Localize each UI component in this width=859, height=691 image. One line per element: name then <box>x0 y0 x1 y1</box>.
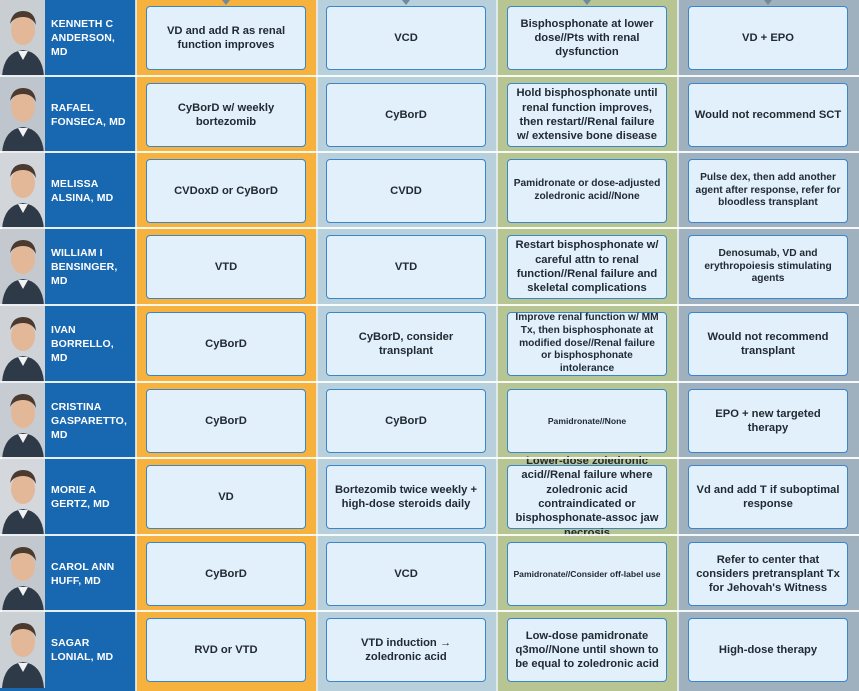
recommendation-cell-c1: CyBorD <box>146 389 306 453</box>
expert-name: MELISSA ALSINA, MD <box>51 153 133 229</box>
recommendation-cell-c3: Pamidronate//None <box>507 389 667 453</box>
column-divider <box>135 0 137 691</box>
row-divider <box>0 227 859 229</box>
table-row: SAGAR LONIAL, MD RVD or VTD VTD induction … <box>0 612 859 688</box>
person-icon <box>0 459 45 535</box>
recommendation-cell-c2: VTD induction → zoledronic acid <box>326 618 486 682</box>
recommendation-cell-c1: CyBorD <box>146 542 306 606</box>
person-icon <box>0 229 45 305</box>
recommendation-cell-c4: VD + EPO <box>688 6 848 70</box>
recommendation-cell-c4: Denosumab, VD and erythropoiesis stimula… <box>688 235 848 299</box>
recommendation-cell-c3: Pamidronate or dose-adjusted zoledronic … <box>507 159 667 223</box>
table-row: MELISSA ALSINA, MD CVDoxD or CyBorD CVDD Pa… <box>0 153 859 229</box>
recommendation-cell-c4: High-dose therapy <box>688 618 848 682</box>
avatar <box>0 153 45 229</box>
expert-name-text: IVAN BORRELLO, MD <box>51 323 114 365</box>
table-row: KENNETH C ANDERSON, MD VD and add R as re… <box>0 0 859 76</box>
recommendation-cell-c2: VCD <box>326 542 486 606</box>
person-icon <box>0 0 45 76</box>
person-icon <box>0 612 45 688</box>
avatar <box>0 536 45 612</box>
recommendation-cell-c3: Improve renal function w/ MM Tx, then bi… <box>507 312 667 376</box>
expert-name: RAFAEL FONSECA, MD <box>51 77 133 153</box>
expert-name: IVAN BORRELLO, MD <box>51 306 133 382</box>
avatar <box>0 77 45 153</box>
table-row: MORIE A GERTZ, MD VD Bortezomib twice week… <box>0 455 859 539</box>
recommendation-cell-c1: VD and add R as renal function improves <box>146 6 306 70</box>
recommendation-cell-c4: Refer to center that considers pretransp… <box>688 542 848 606</box>
arrow-down-icon <box>222 0 230 5</box>
recommendation-cell-c3: Lower-dose zoledronic acid//Renal failur… <box>507 455 667 539</box>
recommendation-cell-c3: Restart bisphosphonate w/ careful attn t… <box>507 235 667 299</box>
expert-name: MORIE A GERTZ, MD <box>51 459 133 535</box>
row-divider <box>0 610 859 612</box>
avatar <box>0 306 45 382</box>
recommendation-cell-c2: CyBorD <box>326 83 486 147</box>
recommendation-cell-c4: EPO + new targeted therapy <box>688 389 848 453</box>
table-row: CAROL ANN HUFF, MD CyBorD VCD Pamidronate//… <box>0 536 859 612</box>
expert-name: SAGAR LONIAL, MD <box>51 612 133 688</box>
avatar <box>0 459 45 535</box>
arrow-down-icon <box>764 0 772 5</box>
expert-name-text: KENNETH C ANDERSON, MD <box>51 17 115 59</box>
recommendation-cell-c3: Bisphosphonate at lower dose//Pts with r… <box>507 6 667 70</box>
recommendation-cell-c3: Pamidronate//Consider off-label use <box>507 542 667 606</box>
expert-name-text: WILLIAM I BENSINGER, MD <box>51 246 118 288</box>
recommendation-cell-c2: VTD <box>326 235 486 299</box>
arrow-down-icon <box>583 0 591 5</box>
avatar <box>0 229 45 305</box>
row-divider <box>0 75 859 77</box>
expert-name-text: MORIE A GERTZ, MD <box>51 483 110 510</box>
recommendation-cell-c1: VD <box>146 465 306 529</box>
expert-name-text: MELISSA ALSINA, MD <box>51 177 114 204</box>
arrow-down-icon <box>402 0 410 5</box>
person-icon <box>0 536 45 612</box>
column-divider <box>677 0 679 691</box>
table-row: WILLIAM I BENSINGER, MD VTD VTD Restart bis… <box>0 229 859 305</box>
avatar <box>0 612 45 688</box>
expert-name-text: SAGAR LONIAL, MD <box>51 636 114 663</box>
recommendation-cell-c1: CVDoxD or CyBorD <box>146 159 306 223</box>
person-icon <box>0 383 45 459</box>
table-row: RAFAEL FONSECA, MD CyBorD w/ weekly borte… <box>0 77 859 153</box>
recommendation-cell-c1: VTD <box>146 235 306 299</box>
person-icon <box>0 153 45 229</box>
recommendation-cell-c3: Low-dose pamidronate q3mo//None until sh… <box>507 618 667 682</box>
row-divider <box>0 381 859 383</box>
recommendation-cell-c2: CyBorD, consider transplant <box>326 312 486 376</box>
recommendation-cell-c2: CyBorD <box>326 389 486 453</box>
expert-name: CAROL ANN HUFF, MD <box>51 536 133 612</box>
recommendation-cell-c2: VCD <box>326 6 486 70</box>
recommendation-cell-c1: CyBorD <box>146 312 306 376</box>
person-icon <box>0 77 45 153</box>
expert-name: KENNETH C ANDERSON, MD <box>51 0 133 76</box>
recommendation-cell-c4: Pulse dex, then add another agent after … <box>688 159 848 223</box>
recommendation-cell-c4: Would not recommend transplant <box>688 312 848 376</box>
expert-name: CRISTINA GASPARETTO, MD <box>51 383 133 459</box>
table-row: CRISTINA GASPARETTO, MD CyBorD CyBorD Pamid… <box>0 383 859 459</box>
row-divider <box>0 457 859 459</box>
avatar <box>0 0 45 76</box>
table-row: IVAN BORRELLO, MD CyBorD CyBorD, consider … <box>0 306 859 382</box>
recommendation-cell-c4: Would not recommend SCT <box>688 83 848 147</box>
recommendation-cell-c1: RVD or VTD <box>146 618 306 682</box>
column-divider <box>496 0 498 691</box>
column-divider <box>316 0 318 691</box>
recommendation-cell-c2: Bortezomib twice weekly + high-dose ster… <box>326 465 486 529</box>
recommendation-cell-c1: CyBorD w/ weekly bortezomib <box>146 83 306 147</box>
recommendation-cell-c3: Hold bisphosphonate until renal function… <box>507 83 667 147</box>
expert-name-text: CRISTINA GASPARETTO, MD <box>51 400 127 442</box>
expert-name-text: CAROL ANN HUFF, MD <box>51 560 115 587</box>
recommendation-cell-c4: Vd and add T if suboptimal response <box>688 465 848 529</box>
recommendation-cell-c2: CVDD <box>326 159 486 223</box>
expert-name: WILLIAM I BENSINGER, MD <box>51 229 133 305</box>
row-divider <box>0 151 859 153</box>
row-divider <box>0 534 859 536</box>
expert-name-text: RAFAEL FONSECA, MD <box>51 101 126 128</box>
person-icon <box>0 306 45 382</box>
avatar <box>0 383 45 459</box>
row-divider <box>0 304 859 306</box>
